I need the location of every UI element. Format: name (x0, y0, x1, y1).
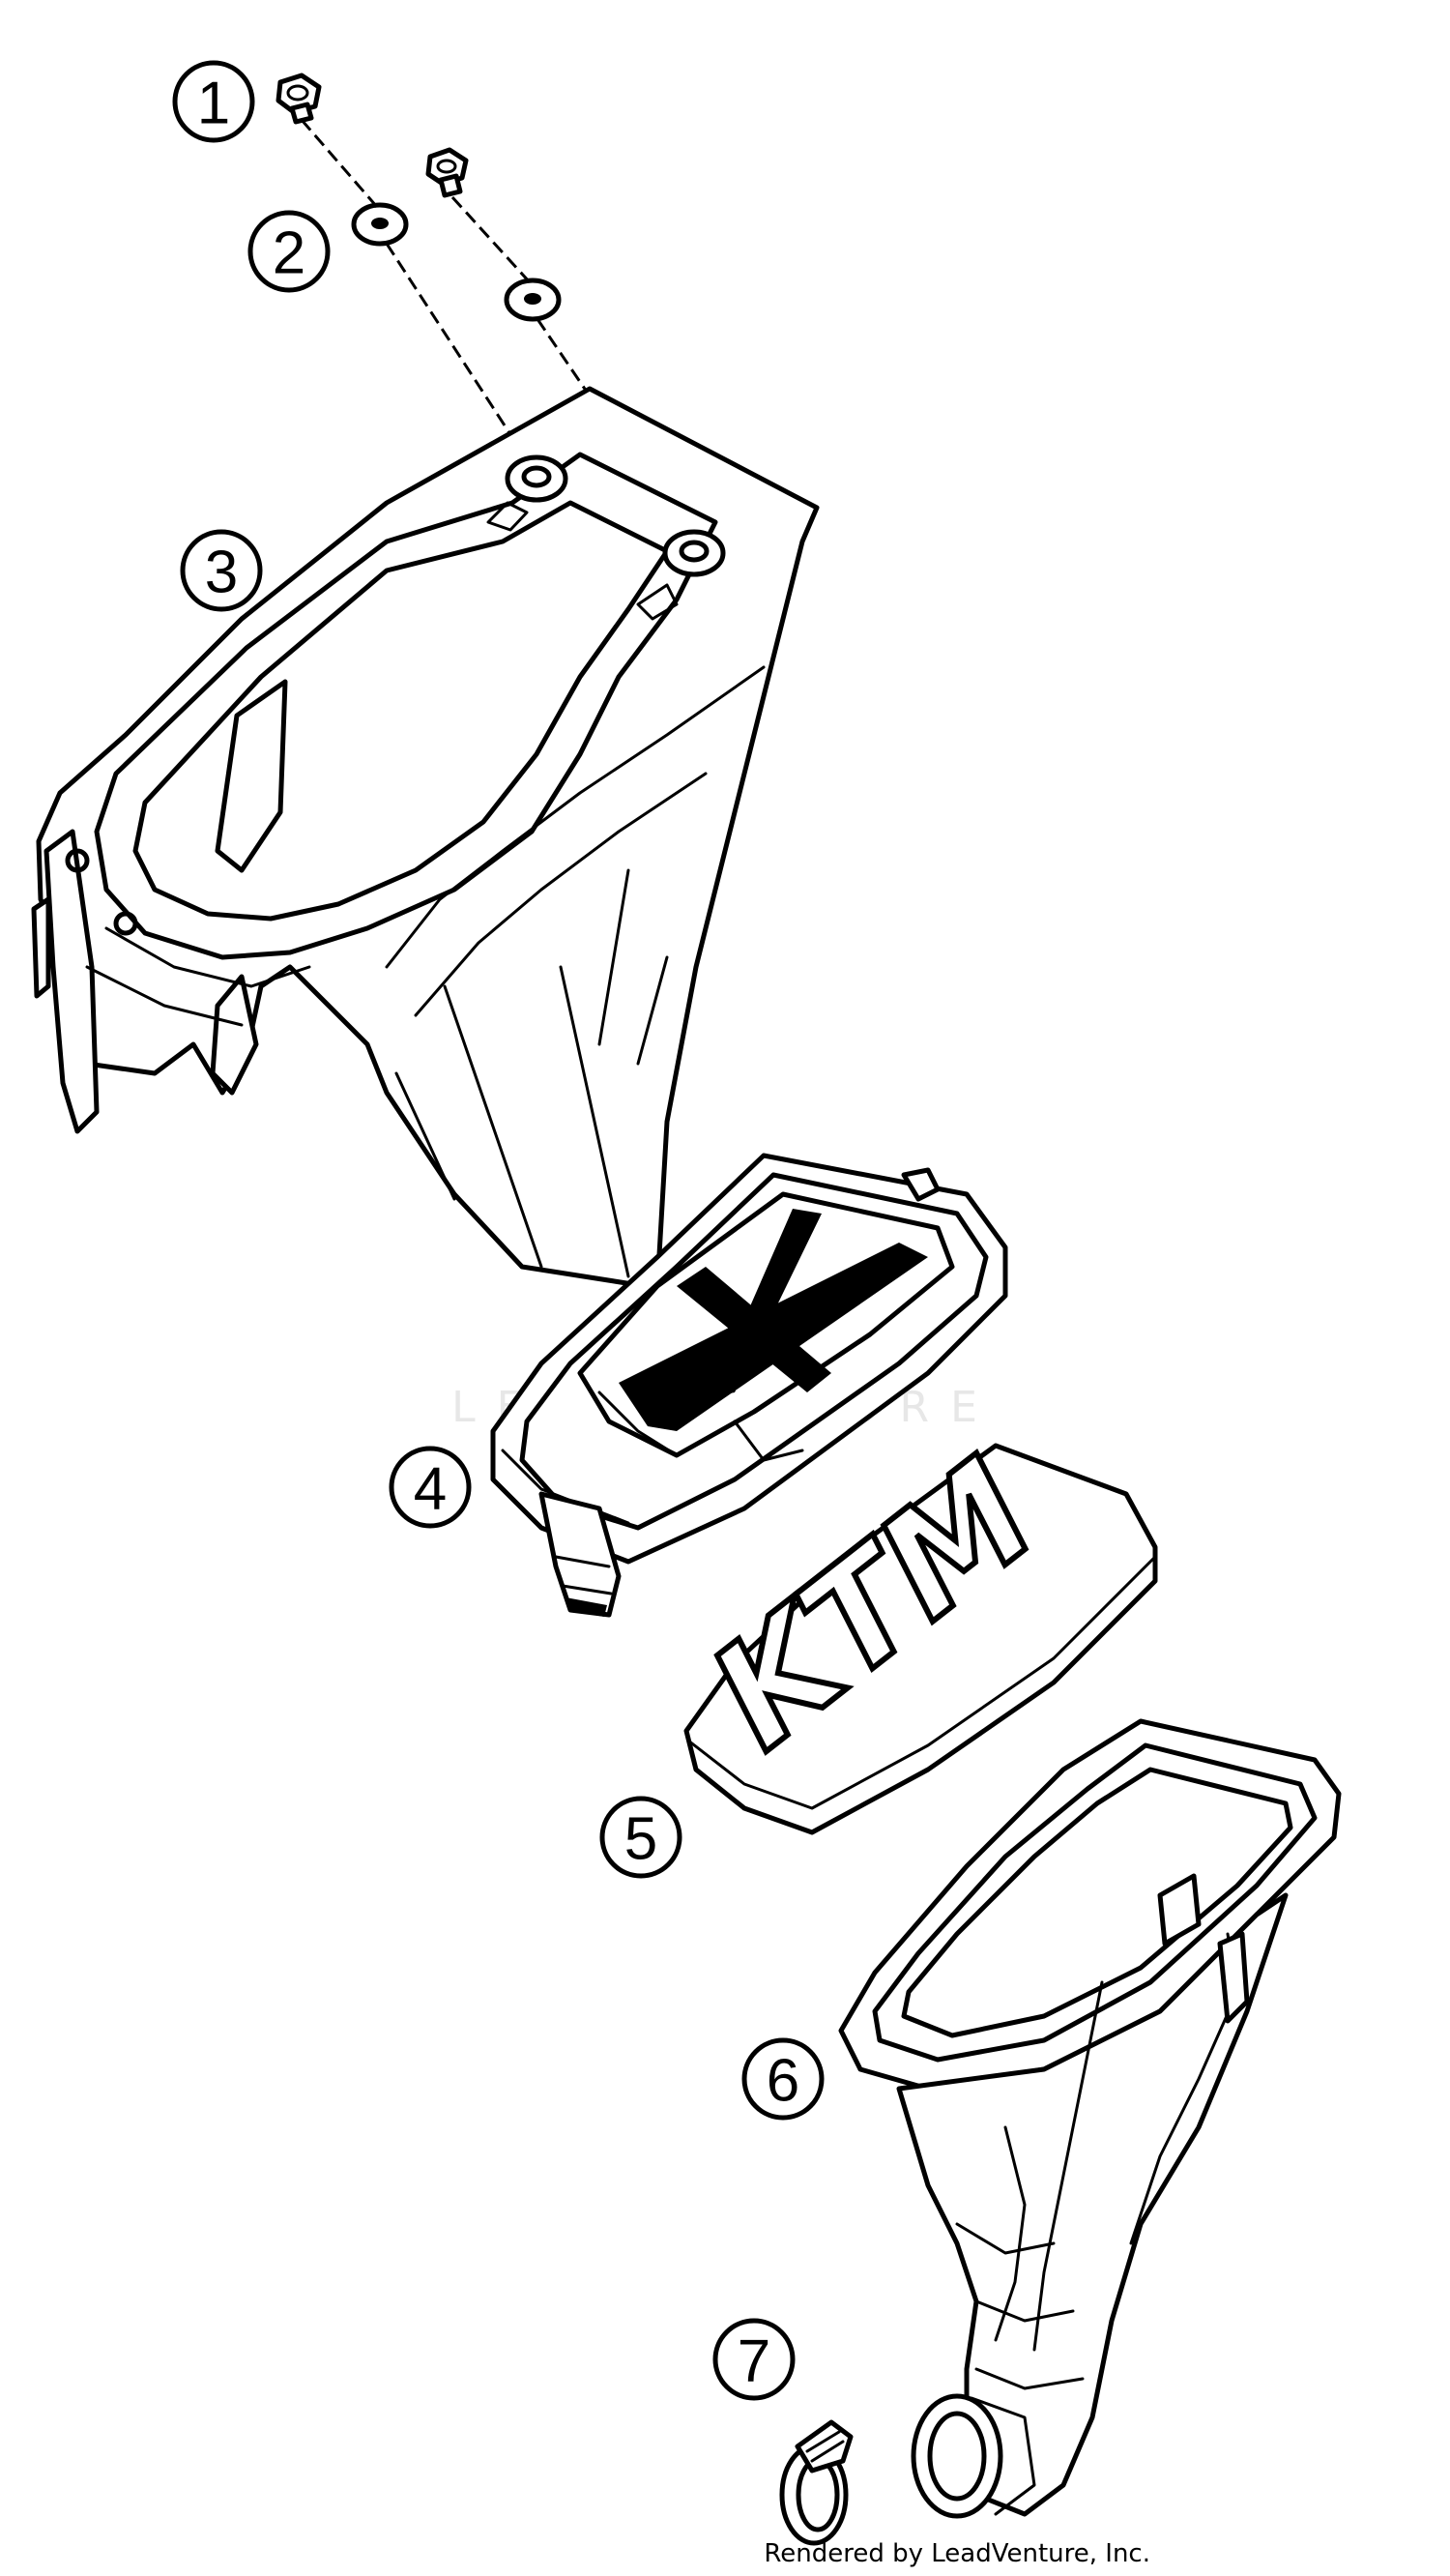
washer-left (351, 202, 409, 247)
callout-4: 4 (389, 1446, 472, 1529)
callout-5: 5 (599, 1796, 682, 1879)
render-credit: Rendered by LeadVenture, Inc. (764, 2539, 1150, 2568)
part-2-washers (351, 202, 562, 322)
callout-6-label: 6 (767, 2048, 799, 2115)
part-4-filter-cage (490, 1153, 1008, 1618)
callout-2: 2 (247, 210, 331, 293)
screw-left (276, 73, 322, 125)
washer-right (504, 278, 562, 322)
part-7-hose-clamp (779, 2419, 854, 2546)
callout-7: 7 (712, 2318, 796, 2401)
part-3-airbox (31, 386, 820, 1291)
callout-6: 6 (741, 2037, 825, 2121)
screw-right (425, 147, 469, 198)
part-1-screws (276, 73, 469, 198)
callout-3-label: 3 (205, 540, 238, 606)
callout-1-label: 1 (197, 71, 230, 137)
callout-4-label: 4 (414, 1456, 447, 1523)
part-6-intake-boot (838, 1718, 1342, 2519)
callout-5-label: 5 (624, 1806, 657, 1873)
callout-1: 1 (172, 60, 255, 143)
callout-3: 3 (180, 529, 263, 612)
callout-7-label: 7 (738, 2328, 770, 2395)
callout-2-label: 2 (273, 220, 305, 287)
